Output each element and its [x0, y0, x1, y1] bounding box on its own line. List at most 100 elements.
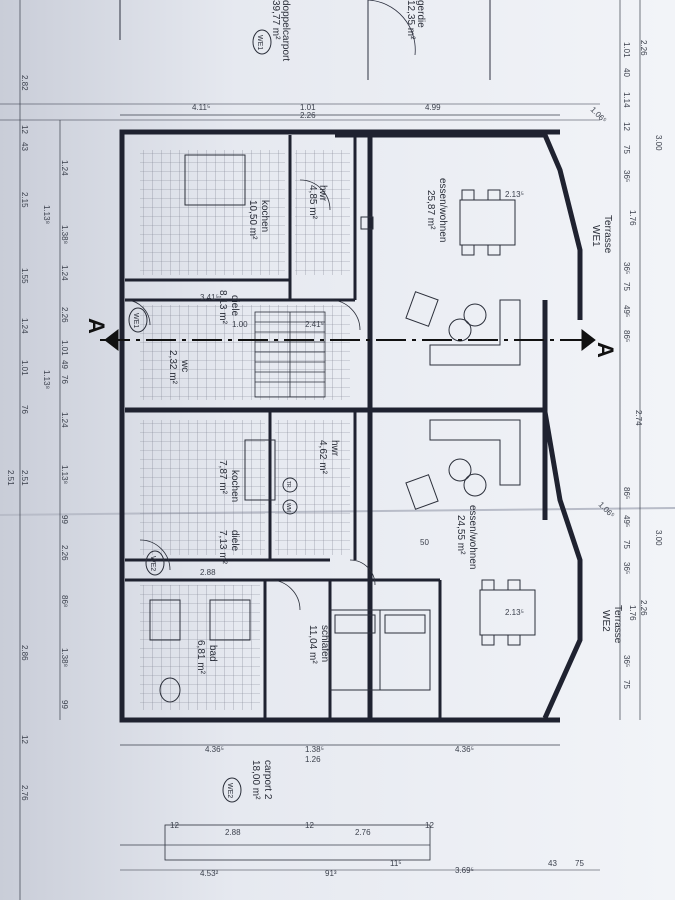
dimension-label: 2.76: [355, 828, 371, 837]
room-area-kochen1: 10,50 m²: [247, 200, 258, 240]
dimension-label: 1.01: [20, 360, 29, 376]
room-label-kochen2: kochen: [229, 470, 240, 502]
room-label-bad: bad: [207, 645, 218, 662]
dimension-bottom: 4.36⁵ 1.38⁵ 1.26 4.36⁵: [205, 745, 474, 764]
room-area-essen2: 24,55 m²: [455, 515, 466, 555]
dimension-label: 2.88: [200, 568, 216, 577]
dimension-label: 12: [425, 821, 434, 830]
dimension-label: 1.01: [622, 42, 631, 58]
room-area-wc1: 2,32 m²: [167, 350, 178, 385]
room-label-hwr1: hwr: [317, 185, 328, 202]
room-area-garage: 12,35 m²: [405, 0, 416, 40]
dimension-label: 36⁵: [622, 170, 631, 182]
dimension-label: 1.76: [628, 605, 637, 621]
dimension-label: 2.74: [634, 410, 643, 426]
furniture: [149, 154, 536, 703]
dimension-label: 43: [548, 859, 557, 868]
we2-marker-carport: WE2: [226, 783, 233, 798]
dimension-label: 91³: [325, 869, 337, 878]
dimension-left: 2.82 12 43 2.15 1.55 1.24 1.01 76 2.51 2…: [6, 75, 29, 801]
dimension-label: 76: [20, 405, 29, 414]
dimension-top: 4.11⁵ 1.01 2.26 4.99: [192, 103, 441, 120]
dimension-label: 12: [20, 125, 29, 134]
dimension-label: 3.41⁵: [200, 293, 219, 302]
dimension-label: 4.99: [425, 103, 441, 112]
dimension-label: 75: [622, 540, 631, 549]
dimension-label: 2.13⁵: [505, 608, 524, 617]
room-area-bad: 6,81 m²: [195, 640, 206, 675]
room-area-schlafen: 11,04 m²: [307, 625, 318, 664]
room-label-schlafen: schlafen: [319, 625, 330, 662]
room-code-terrasse1: WE1: [590, 225, 601, 247]
dimension-label: 1.14: [622, 92, 631, 108]
dimension-label: 1.38⁸: [60, 648, 69, 667]
room-label-kochen1: kochen: [259, 200, 270, 232]
label-wm: WM: [285, 503, 291, 512]
tiled-floors: [140, 150, 350, 710]
dimension-label: 1.24: [20, 318, 29, 334]
dimension-label: 75: [622, 145, 631, 154]
dimension-label: 86⁵: [622, 487, 631, 499]
dimension-label: 11⁵: [390, 859, 402, 868]
dimension-carport: 12 2.88 12 2.76 12: [170, 821, 434, 837]
dimension-label: 4.11⁵: [192, 103, 210, 112]
dimension-label: 49⁵: [622, 305, 631, 317]
room-area-hwr1: 4,85 m²: [307, 185, 318, 220]
dimension-label: 3.69⁵: [455, 866, 474, 875]
dimension-label: 12: [305, 821, 314, 830]
dimension-label: 2.41⁵: [305, 320, 324, 329]
dimension-label: 1.24: [60, 412, 69, 428]
room-label-diele2: diele: [229, 530, 240, 552]
room-area-kochen2: 7,87 m²: [217, 460, 228, 495]
room-label-wc1: wc: [179, 359, 190, 372]
dimension-label: 50: [420, 538, 429, 547]
dimension-label: 1.00: [232, 320, 248, 329]
appliance-symbols: [282, 216, 374, 515]
building-walls: [119, 129, 583, 723]
dimension-label: 1.76: [628, 210, 637, 226]
dimension-label: 2.51: [20, 470, 29, 486]
dimension-label: 1.01: [300, 103, 316, 112]
room-label-diele1: diele: [229, 295, 240, 317]
dimension-label: 36⁵: [622, 562, 631, 574]
dimension-label: 4.36⁵: [455, 745, 474, 754]
we2-marker: WE2: [149, 556, 156, 571]
dimension-label: 1.55: [20, 268, 29, 284]
dimension-label: 12: [622, 122, 631, 131]
dimension-label: 99: [60, 700, 69, 709]
dimension-label: 1.01: [60, 340, 69, 356]
section-marker-right: A: [593, 342, 618, 358]
dimension-label: 76: [60, 375, 69, 384]
room-area-diele1: 8,13 m²: [217, 290, 228, 325]
dimension-label: 2.76: [20, 785, 29, 801]
dimension-label: 2.26: [639, 600, 648, 616]
we1-marker-top: WE1: [256, 35, 263, 50]
dimension-label: 40: [622, 68, 631, 77]
dimension-label: 1.24: [60, 265, 69, 281]
dimension-label: 36⁵: [622, 262, 631, 274]
dimension-label: 2.15: [20, 192, 29, 208]
room-label-carport2: carport 2: [262, 760, 273, 800]
room-area-doppelcarport: 39,77 m²: [270, 0, 281, 40]
section-line: [100, 328, 596, 352]
dimension-label: 1.13⁸: [42, 370, 51, 389]
dimension-label: 3.00: [654, 135, 663, 151]
dimension-lines: [19, 0, 641, 900]
room-labels: gerdie 12,35 m² doppelcarport 39,77 m² k…: [167, 0, 623, 800]
dimension-label: 2.51: [6, 470, 15, 486]
dimension-label: 86⁵: [622, 330, 631, 342]
dimension-label: 12: [20, 735, 29, 744]
room-code-terrasse2: WE2: [600, 610, 611, 632]
dimension-label: 86⁸: [60, 595, 69, 607]
dimension-label: 1.38⁵: [305, 745, 324, 754]
carport-outline: [120, 824, 600, 871]
dimension-label: 1.26: [305, 755, 321, 764]
room-label-hwr2: hwr: [329, 440, 340, 457]
dimension-label: 75: [622, 680, 631, 689]
dimension-label: 1.38⁸: [60, 225, 69, 244]
top-strip: [0, 0, 600, 121]
room-label-terrasse2: Terrasse: [612, 605, 623, 644]
room-area-carport2: 18,00 m²: [250, 760, 261, 800]
dimension-label: 99: [60, 515, 69, 524]
